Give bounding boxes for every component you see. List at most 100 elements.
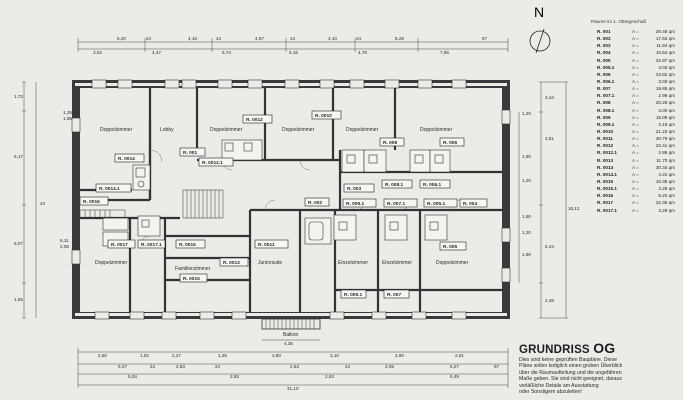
room-tag: R. 0014 [118,156,135,162]
room-id: R. 005.1 [597,64,615,70]
svg-text:5,04: 5,04 [128,374,137,379]
room-eq: A = [632,71,639,77]
north-letter: N [534,4,544,20]
note-line: über die Raumaufteilung und die ungefähr… [519,369,622,376]
room-id: R. 009 [597,114,611,120]
plan-title-block: GRUNDRISS OG Dies sind keine geprüften B… [519,340,669,395]
balcony [261,318,321,330]
svg-text:2,44: 2,44 [545,95,554,100]
room-name: Doppelzimmer [436,260,469,266]
room-tag: R. 0011 [258,242,275,248]
room-name: Doppelzimmer [346,127,379,133]
room-eq: A = [632,100,639,106]
svg-text:31,10: 31,10 [287,386,299,391]
room-id: R. 0014 [597,164,614,170]
room-name: Doppelzimmer [95,260,128,266]
room-area: 3.00 qm [658,107,675,113]
room-eq: A = [632,186,639,192]
room-eq: A = [632,178,639,184]
room-tag: R. 005.1 [427,201,445,207]
room-name: Balkon [283,332,299,338]
room-area: 3.29 qm [658,186,675,192]
room-id: R. 007 [597,86,611,92]
svg-text:2,80: 2,80 [272,353,281,358]
top-dimension-labels: 5,20 24 4,16 24 4,87 24 4,10 24 5,25 67 … [93,36,488,55]
room-tag: R. 009.1 [346,201,364,207]
room-area: 16.38 qm [655,178,675,184]
svg-text:6,17: 6,17 [14,154,23,159]
room-tag: R. 0012 [246,117,263,123]
svg-text:2,63: 2,63 [290,364,299,369]
room-eq: A = [632,114,639,120]
room-id: R. 001 [597,29,611,34]
room-name: Doppelzimmer [210,127,243,133]
svg-text:2,90: 2,90 [395,353,404,358]
room-area: 3.03 qm [658,78,675,84]
svg-text:6,11: 6,11 [60,238,69,243]
room-table-row: R. 0012.1 A = 2.86 qm [597,149,681,156]
disclaimer-note: Dies sind keine geprüften Baupläne. Dies… [519,357,669,395]
svg-text:24: 24 [215,364,221,369]
room-id: R. 005 [597,57,611,63]
room-id: R. 0012.1 [597,150,617,156]
note-line: Pläne sollen lediglich einen groben Über… [519,363,623,370]
room-area: 2.86 qm [658,150,675,156]
room-name: Juniorsuite [258,260,282,266]
room-tag: R. 007 [387,292,401,298]
room-area: 22.97 qm [655,57,675,63]
svg-text:4,16: 4,16 [188,36,197,41]
room-eq: A = [632,150,639,156]
room-name: Lobby [160,127,174,133]
svg-text:2,63: 2,63 [325,374,334,379]
svg-text:5,27: 5,27 [118,364,127,369]
room-tag: R. 008.1 [385,182,403,188]
svg-text:67: 67 [482,36,488,41]
room-area: 40.76 qm [655,136,675,142]
bathroom-fixtures [102,139,451,247]
svg-text:24: 24 [150,364,156,369]
room-eq: A = [632,121,639,127]
svg-text:4,10: 4,10 [328,36,337,41]
bottom-dimension-chain [77,339,509,388]
note-line: oder Sonstigem abzuleiten! [519,389,582,396]
windows-side [71,109,511,283]
room-area: 23.82 qm [655,71,675,77]
svg-text:5,74: 5,74 [222,50,231,55]
room-eq: A = [632,50,639,56]
room-name: Doppelzimmer [100,127,133,133]
svg-text:6,49: 6,49 [450,374,459,379]
room-area: 10.54 qm [655,50,675,56]
svg-text:2,48: 2,48 [545,298,554,303]
room-eq: A = [632,64,639,70]
room-id: R. 008.1 [597,107,615,113]
svg-text:1,90: 1,90 [522,154,531,159]
room-area: 22.41 qm [655,143,675,149]
room-tag: R. 003 [347,186,361,192]
svg-text:1,35: 1,35 [63,110,72,115]
room-id: R. 0010 [597,128,614,134]
room-area: 11.70 qm [656,157,675,163]
svg-text:4,47: 4,47 [152,50,161,55]
svg-text:5,15: 5,15 [289,50,298,55]
room-eq: A = [632,136,639,142]
room-eq: A = [632,128,639,134]
room-eq: A = [632,143,639,149]
plan-title: GRUNDRISS OG [519,340,616,356]
svg-text:67: 67 [494,364,500,369]
room-tag: R. 007.1 [387,201,405,207]
svg-text:3,10: 3,10 [330,353,339,358]
svg-text:24: 24 [40,201,46,206]
svg-text:1,20: 1,20 [522,111,531,116]
